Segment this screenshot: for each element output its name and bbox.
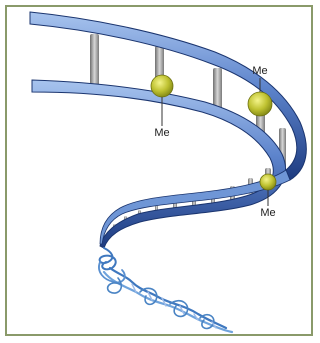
helix-strand-a [110,268,226,328]
coiled-dna-helix [99,248,232,332]
methyl-label-2: Me [252,65,267,77]
methyl-ball [248,92,272,116]
lower-backbone-strand [32,80,285,248]
helix-coil [100,248,116,269]
methyl-label-3: Me [260,207,275,219]
methyl-ball [151,75,173,97]
rung [90,34,99,88]
methyl-ball [260,174,276,190]
methyl-group-1: Me [151,75,173,139]
methyl-label-1: Me [154,127,169,139]
